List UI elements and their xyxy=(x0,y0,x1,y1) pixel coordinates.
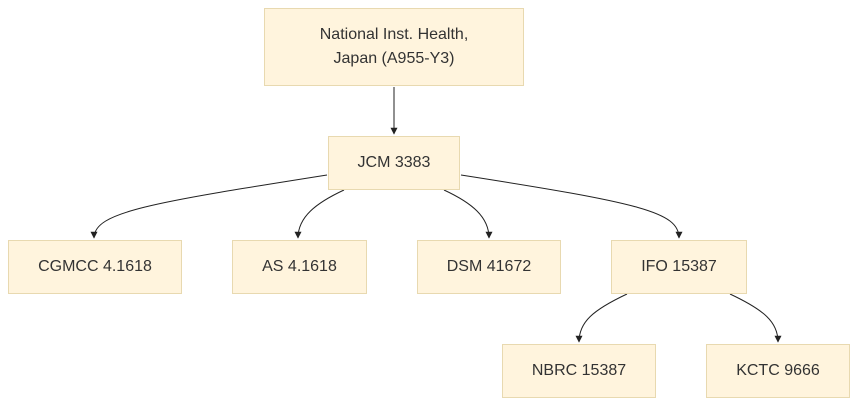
edge-jcm-dsm xyxy=(443,189,493,239)
edge-ifo-kctc xyxy=(729,293,782,343)
edge-jcm-cgmcc xyxy=(90,174,328,239)
node-label: CGMCC 4.1618 xyxy=(38,258,152,275)
node-label: IFO 15387 xyxy=(641,258,717,275)
node-cgmcc-4-1618: CGMCC 4.1618 xyxy=(8,240,182,294)
node-label: KCTC 9666 xyxy=(736,362,820,379)
edge-jcm-as xyxy=(294,189,345,239)
node-national-inst-health-japan: National Inst. Health, Japan (A955-Y3) xyxy=(264,8,524,86)
node-as-4-1618: AS 4.1618 xyxy=(232,240,367,294)
node-label: JCM 3383 xyxy=(357,154,431,171)
edge-jcm-ifo xyxy=(460,174,683,239)
node-dsm-41672: DSM 41672 xyxy=(417,240,561,294)
node-jcm-3383: JCM 3383 xyxy=(328,136,460,190)
node-ifo-15387: IFO 15387 xyxy=(611,240,747,294)
node-label: DSM 41672 xyxy=(446,258,532,275)
node-label: NBRC 15387 xyxy=(531,362,627,379)
node-label: National Inst. Health, Japan (A955-Y3) xyxy=(319,26,469,67)
edge-ifo-nbrc xyxy=(575,293,628,343)
node-label: AS 4.1618 xyxy=(262,258,337,275)
node-nbrc-15387: NBRC 15387 xyxy=(502,344,656,398)
node-kctc-9666: KCTC 9666 xyxy=(706,344,850,398)
